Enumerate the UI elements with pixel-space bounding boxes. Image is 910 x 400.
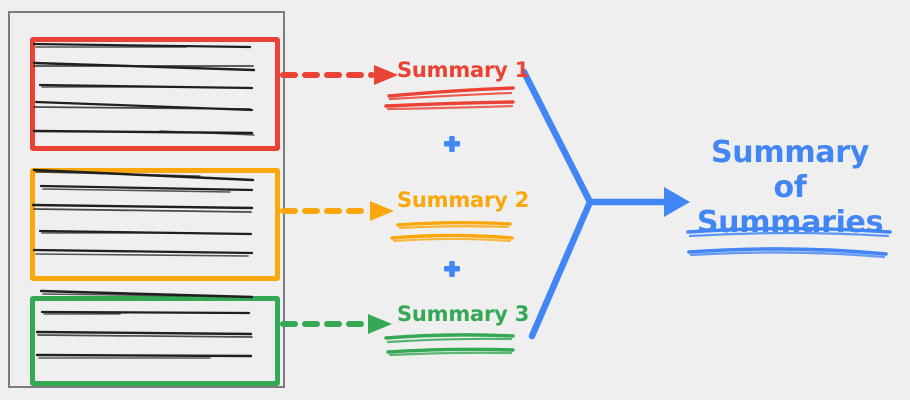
arrow-doc2-to-summary2: [280, 201, 394, 221]
final-output-label[interactable]: Summary of Summaries: [690, 135, 890, 240]
final-output-line-2: Summaries: [696, 205, 884, 241]
document-3-text-scribbles: [35, 289, 254, 359]
document-1-text-scribbles: [32, 42, 256, 136]
plus-icon-2: [444, 261, 460, 277]
summary-1-label[interactable]: Summary 1: [397, 58, 530, 82]
arrow-doc1-to-summary1: [280, 65, 398, 85]
merge-converging-arrow: [520, 68, 668, 340]
arrow-doc3-to-summary3: [280, 314, 392, 334]
merge-arrow-head: [664, 187, 690, 217]
summary-3-label[interactable]: Summary 3: [397, 302, 530, 326]
summary-3-underline-scribbles: [384, 333, 515, 357]
final-output-line-1: Summary of: [711, 135, 869, 206]
plus-icon-1: [444, 136, 460, 152]
summary-2-label[interactable]: Summary 2: [397, 188, 530, 212]
document-2-text-scribbles: [31, 168, 255, 257]
summary-2-underline-scribbles: [390, 221, 514, 243]
summary-1-underline-scribbles: [384, 86, 515, 111]
final-output-underline-scribbles: [686, 226, 892, 259]
